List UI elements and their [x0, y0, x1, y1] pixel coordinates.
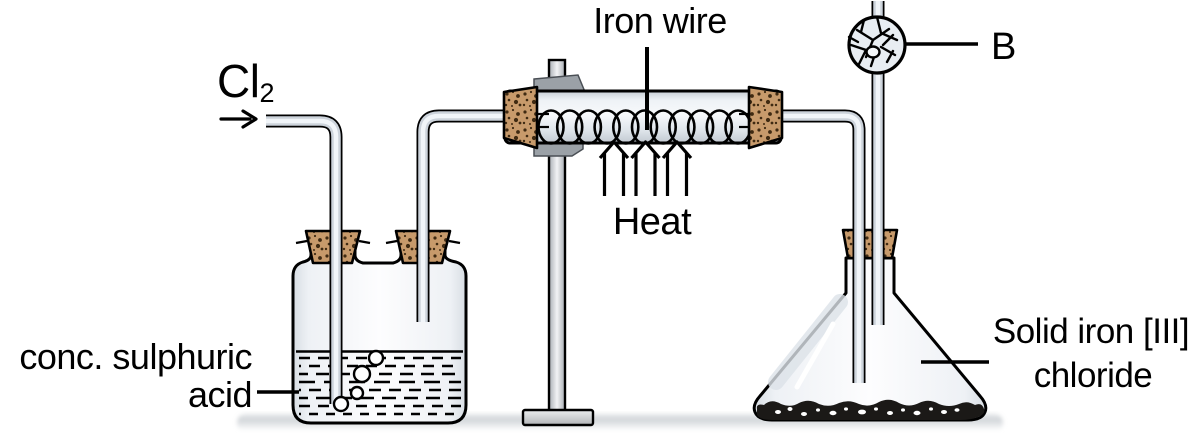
bulb-label: B — [991, 26, 1016, 68]
bulb-packing-pattern — [847, 15, 899, 68]
product-label-line2: chloride — [1034, 356, 1153, 395]
solid-speckles — [775, 407, 960, 416]
guard-bulb — [847, 15, 907, 75]
bottle-outlet-tube — [416, 109, 508, 322]
chlorine-gas-label: Cl2 — [217, 55, 274, 108]
acid-label-line2: acid — [188, 374, 252, 415]
clamp-top-jaw — [533, 74, 587, 93]
iron-chloride-solid — [756, 399, 985, 420]
chlorine-inlet-tube — [266, 114, 343, 404]
iron-wire-coil — [536, 109, 752, 145]
heat-arrows — [598, 140, 693, 196]
conical-flask — [752, 228, 988, 422]
annotations: Cl2 Iron wire Heat B Solid iron [III] ch… — [19, 0, 1189, 415]
heat-arrow — [598, 140, 630, 196]
gas-flow-arrow — [219, 109, 258, 129]
gas-bubbles — [332, 349, 385, 413]
heat-arrow — [630, 140, 661, 196]
acid-label-line1: conc. sulphuric — [19, 336, 252, 377]
combustion-cork-right — [747, 85, 784, 150]
bottle-body — [291, 238, 468, 425]
gas-washing-bottle — [291, 229, 468, 425]
flask-wall-shading — [768, 294, 848, 390]
heat-label: Heat — [613, 201, 692, 243]
retort-stand — [521, 58, 595, 427]
heat-arrow — [661, 140, 693, 196]
product-label-line1: Solid iron [III] — [993, 312, 1189, 351]
flask-cork — [841, 228, 899, 260]
combustion-tube-glass — [503, 89, 783, 145]
combustion-tube — [502, 85, 784, 150]
flask-highlight — [794, 321, 836, 390]
flask-body — [752, 256, 988, 422]
iron-wire-label: Iron wire — [593, 0, 727, 41]
stand-base — [521, 408, 595, 427]
delivery-tube — [776, 109, 866, 383]
combustion-cork-left — [502, 85, 539, 150]
